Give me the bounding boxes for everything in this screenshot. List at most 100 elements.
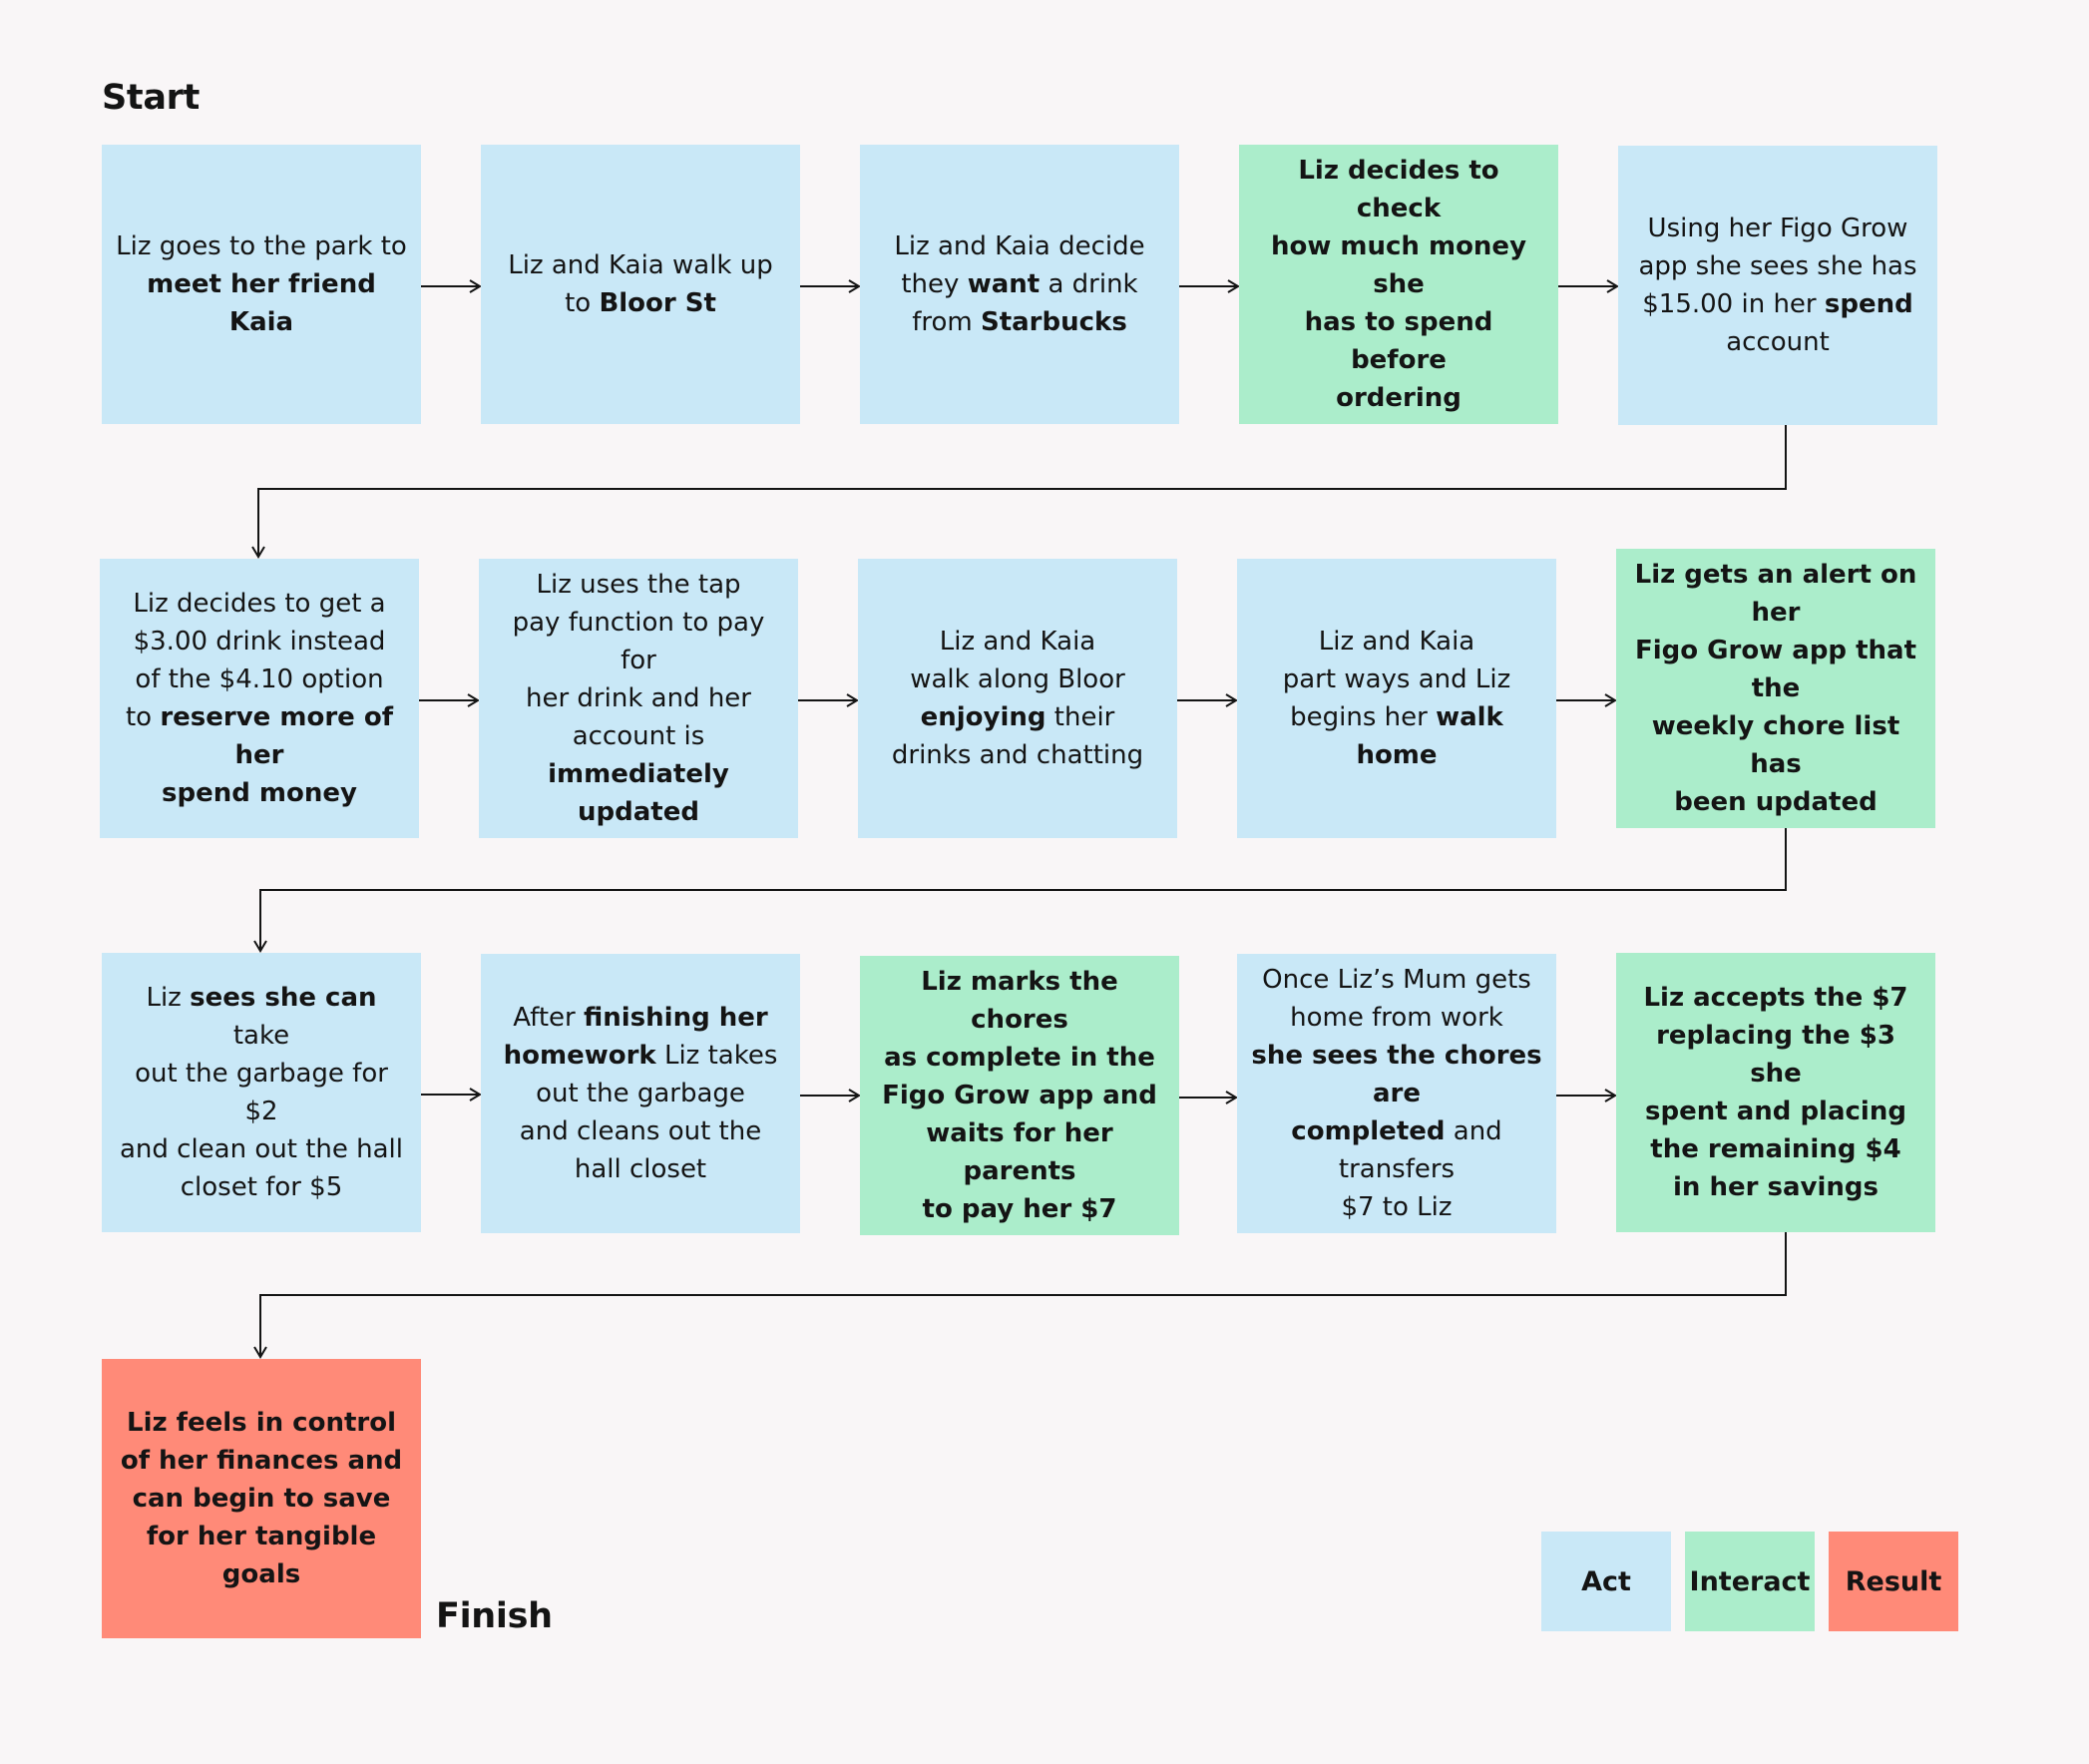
step-text-segment: completed [1291, 1116, 1446, 1146]
step-text-segment: Liz and Kaia [1318, 627, 1475, 657]
step-text-segment: Liz gets an alert on her [1634, 560, 1917, 628]
step-text-segment: $15.00 in her [1642, 289, 1825, 319]
step-text-segment: Liz goes to the park to [116, 231, 407, 261]
step-text-segment: can begin to save [132, 1484, 391, 1514]
step-text-segment: out the garbage for $2 [135, 1059, 388, 1126]
step-4-text: Liz decides to check how much money she ha… [1253, 152, 1544, 417]
step-text-segment: meet her friend Kaia [147, 269, 376, 337]
step-text-segment: spend money [162, 778, 357, 808]
step-text-segment: how much money she [1270, 231, 1527, 299]
step-text-segment: the remaining $4 [1650, 1134, 1901, 1164]
start-heading: Start [102, 78, 201, 118]
step-text-segment: spend [1824, 289, 1913, 319]
step-text-segment: they [901, 269, 968, 299]
step-text-segment: Once Liz’s Mum gets [1262, 965, 1531, 995]
step-text-segment: Liz uses the tap [536, 570, 741, 600]
step-text-segment: replacing the $3 she [1656, 1021, 1895, 1089]
step-text-segment: app she sees she has [1638, 251, 1917, 281]
step-text-segment: Bloor St [599, 288, 716, 318]
step-text-segment: and cleans out the [519, 1116, 762, 1146]
connector-15-to-16 [253, 1232, 1787, 1359]
connector-10-to-11 [253, 828, 1787, 953]
step-text-segment: Liz and Kaia walk up [508, 250, 773, 280]
step-text-segment: want [967, 269, 1041, 299]
step-text-segment: reserve more of her [160, 702, 394, 770]
step-text-segment: a drink [1040, 269, 1138, 299]
step-text-segment: walk home [1356, 702, 1503, 770]
step-text-segment: account is [572, 721, 705, 751]
step-5-text: Using her Figo Grow app she sees she has $… [1632, 210, 1923, 361]
step-text-segment: her drink and her [526, 683, 751, 713]
step-text-segment: Liz [146, 983, 191, 1013]
step-8-text: Liz and Kaia walk along Bloor enjoying the… [872, 623, 1163, 774]
step-text-segment: updated [578, 797, 699, 827]
step-text-segment: Figo Grow app that the [1634, 636, 1917, 703]
step-text-segment: and clean out the hall [119, 1134, 403, 1164]
step-14-text: Once Liz’s Mum gets home from work she see… [1251, 961, 1542, 1226]
step-text-segment: walk along Bloor [910, 664, 1125, 694]
step-text-segment: Using her Figo Grow [1647, 214, 1908, 243]
step-text-segment: $7 to Liz [1341, 1192, 1453, 1222]
step-5: Using her Figo Grow app she sees she has $… [1618, 146, 1937, 425]
step-text-segment: immediately [548, 759, 729, 789]
step-text-segment: enjoying [920, 702, 1046, 732]
step-text-segment: Liz decides to check [1298, 156, 1499, 223]
step-text-segment: she sees the chores are [1251, 1041, 1542, 1108]
step-text-segment: begins her [1290, 702, 1437, 732]
step-text-segment: drinks and chatting [891, 740, 1144, 770]
step-text-segment: Figo Grow app and [882, 1081, 1157, 1110]
step-text-segment: from [912, 307, 981, 337]
step-text-segment: has to spend before [1304, 307, 1493, 375]
legend-result: Result [1829, 1532, 1958, 1631]
finish-heading: Finish [436, 1596, 553, 1636]
step-text-segment: weekly chore list has [1651, 711, 1900, 779]
step-text-segment: Starbucks [980, 307, 1127, 337]
step-text-segment: to [565, 288, 600, 318]
step-text-segment: waits for her parents [926, 1118, 1113, 1186]
legend-interact: Interact [1685, 1532, 1815, 1631]
legend-act: Act [1541, 1532, 1671, 1631]
connector-5-to-6 [251, 425, 1787, 559]
step-text-segment: for her tangible [146, 1522, 377, 1551]
step-14: Once Liz’s Mum gets home from work she see… [1237, 954, 1556, 1233]
step-text-segment: part ways and Liz [1282, 664, 1511, 694]
step-8: Liz and Kaia walk along Bloor enjoying the… [858, 559, 1177, 838]
step-text-segment: Liz and Kaia [939, 627, 1096, 657]
step-text-segment: closet for $5 [180, 1172, 343, 1202]
step-text-segment: sees she can [190, 983, 377, 1013]
step-11-text: Liz sees she can take out the garbage for… [116, 979, 407, 1206]
step-text-segment: Liz marks the chores [921, 967, 1118, 1035]
step-text-segment: Liz takes [655, 1041, 778, 1071]
step-text-segment: account [1726, 327, 1830, 357]
step-text-segment: to pay her $7 [922, 1194, 1117, 1224]
step-text-segment: homework [503, 1041, 656, 1071]
step-text-segment: as complete in the [884, 1043, 1155, 1073]
step-text-segment: home from work [1290, 1003, 1503, 1033]
step-text-segment: hall closet [574, 1154, 707, 1184]
step-2-text: Liz and Kaia walk up to Bloor St [495, 246, 786, 322]
step-text-segment: Liz decides to get a [133, 589, 386, 619]
step-text-segment: goals [221, 1559, 301, 1589]
step-text-segment: their [1045, 702, 1115, 732]
step-text-segment: take [232, 1021, 290, 1051]
step-text-segment: After [513, 1003, 584, 1033]
step-2: Liz and Kaia walk up to Bloor St [481, 145, 800, 424]
step-text-segment: of her finances and [120, 1446, 403, 1476]
